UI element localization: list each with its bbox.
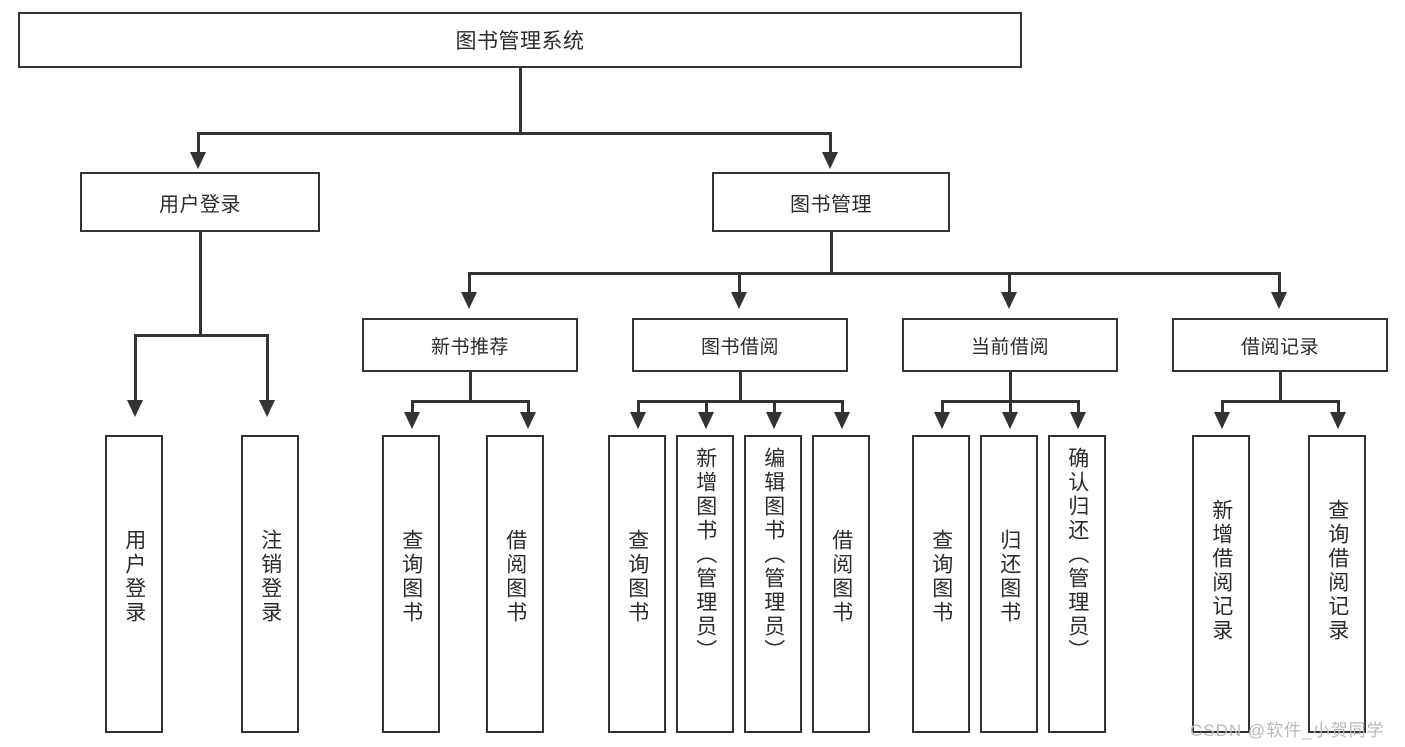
connector-new-book-drop-2: [527, 400, 530, 414]
arrowhead-book-management: [822, 152, 838, 169]
connector-borrow-record-drop-2: [1337, 400, 1340, 414]
leaf-label: 查询图书: [929, 529, 953, 625]
leaf-label: 新增图书（管理员）: [693, 447, 717, 663]
arrowhead-book-borrow: [731, 292, 747, 309]
leaf-label: 归还图书: [997, 529, 1021, 625]
arrowhead-leaf-query-book-2: [630, 412, 646, 429]
connector-new-book-stem: [469, 372, 472, 402]
leaf-label: 编辑图书（管理员）: [761, 447, 785, 663]
arrowhead-leaf-borrow-book-1: [520, 412, 536, 429]
connector-root-stem: [519, 68, 522, 134]
connector-level3-bar: [468, 272, 1280, 275]
node-book-management[interactable]: 图书管理: [712, 172, 950, 232]
connector-new-book-bar: [411, 400, 527, 403]
node-new-book-recommend[interactable]: 新书推荐: [362, 318, 578, 372]
arrowhead-leaf-query-book-3: [934, 412, 950, 429]
arrowhead-leaf-query-book-1: [404, 412, 420, 429]
arrowhead-leaf-add-record: [1214, 412, 1230, 429]
leaf-borrow-book-recommend[interactable]: 借阅图书: [486, 435, 544, 733]
leaf-query-book-borrow[interactable]: 查询图书: [608, 435, 666, 733]
leaf-label: 注销登录: [258, 529, 282, 625]
connector-to-new-book: [468, 272, 471, 294]
arrowhead-leaf-confirm-return: [1070, 412, 1086, 429]
connector-current-borrow-drop-2: [1009, 400, 1012, 414]
connector-book-borrow-stem: [739, 372, 742, 402]
arrowhead-new-book-recommend: [461, 292, 477, 309]
leaf-borrow-book[interactable]: 借阅图书: [812, 435, 870, 733]
leaf-label: 查询借阅记录: [1325, 499, 1349, 643]
node-label: 图书管理系统: [455, 30, 585, 53]
leaf-label: 借阅图书: [503, 529, 527, 625]
node-label: 用户登录: [159, 193, 241, 216]
leaf-add-borrow-record[interactable]: 新增借阅记录: [1192, 435, 1250, 733]
leaf-logout[interactable]: 注销登录: [241, 435, 299, 733]
connector-book-borrow-bar: [637, 400, 843, 403]
connector-to-book-borrow: [738, 272, 741, 294]
connector-current-borrow-drop-1: [941, 400, 944, 414]
leaf-edit-book-admin[interactable]: 编辑图书（管理员）: [744, 435, 802, 733]
leaf-label: 确认归还（管理员）: [1065, 447, 1089, 663]
connector-user-login-drop-1: [134, 334, 137, 402]
connector-user-login-stem: [199, 232, 202, 336]
connector-book-borrow-drop-2: [705, 400, 708, 414]
connector-borrow-record-stem: [1279, 372, 1282, 402]
node-label: 新书推荐: [430, 336, 509, 358]
arrowhead-leaf-add-book: [698, 412, 714, 429]
connector-book-borrow-drop-3: [773, 400, 776, 414]
connector-to-book-management: [829, 132, 832, 154]
connector-user-login-bar: [134, 334, 266, 337]
connector-borrow-record-bar: [1221, 400, 1337, 403]
node-borrow-record[interactable]: 借阅记录: [1172, 318, 1388, 372]
leaf-label: 新增借阅记录: [1209, 499, 1233, 643]
connector-to-borrow-record: [1278, 272, 1281, 294]
node-root-book-management-system[interactable]: 图书管理系统: [18, 12, 1022, 68]
watermark-text: CSDN @软件_小贺同学: [1190, 721, 1385, 740]
node-current-borrow[interactable]: 当前借阅: [902, 318, 1118, 372]
leaf-label: 查询图书: [625, 529, 649, 625]
arrowhead-leaf-logout: [259, 400, 275, 417]
leaf-confirm-return-admin[interactable]: 确认归还（管理员）: [1048, 435, 1106, 733]
arrowhead-leaf-edit-book: [766, 412, 782, 429]
leaf-label: 用户登录: [122, 529, 146, 625]
connector-book-borrow-drop-4: [841, 400, 844, 414]
node-user-login[interactable]: 用户登录: [80, 172, 320, 232]
connector-to-user-login: [197, 132, 200, 154]
node-label: 图书管理: [790, 193, 872, 216]
leaf-label: 查询图书: [399, 529, 423, 625]
connector-current-borrow-drop-3: [1077, 400, 1080, 414]
connector-current-borrow-stem: [1009, 372, 1012, 402]
arrowhead-user-login: [190, 152, 206, 169]
leaf-user-login[interactable]: 用户登录: [105, 435, 163, 733]
connector-root-bar: [197, 132, 831, 135]
connector-to-current-borrow: [1008, 272, 1011, 294]
connector-book-borrow-drop-1: [637, 400, 640, 414]
leaf-return-book[interactable]: 归还图书: [980, 435, 1038, 733]
node-label: 借阅记录: [1240, 336, 1319, 358]
node-label: 当前借阅: [970, 336, 1049, 358]
connector-book-management-stem: [830, 232, 833, 274]
leaf-query-book-recommend[interactable]: 查询图书: [382, 435, 440, 733]
arrowhead-current-borrow: [1001, 292, 1017, 309]
connector-new-book-drop-1: [411, 400, 414, 414]
arrowhead-leaf-return-book: [1002, 412, 1018, 429]
leaf-label: 借阅图书: [829, 529, 853, 625]
node-book-borrow[interactable]: 图书借阅: [632, 318, 848, 372]
arrowhead-leaf-user-login: [127, 400, 143, 417]
arrowhead-leaf-borrow-book-2: [834, 412, 850, 429]
node-label: 图书借阅: [700, 336, 779, 358]
leaf-query-book-current[interactable]: 查询图书: [912, 435, 970, 733]
arrowhead-borrow-record: [1271, 292, 1287, 309]
leaf-add-book-admin[interactable]: 新增图书（管理员）: [676, 435, 734, 733]
connector-user-login-drop-2: [266, 334, 269, 402]
arrowhead-leaf-query-record: [1330, 412, 1346, 429]
connector-borrow-record-drop-1: [1221, 400, 1224, 414]
leaf-query-borrow-record[interactable]: 查询借阅记录: [1308, 435, 1366, 733]
